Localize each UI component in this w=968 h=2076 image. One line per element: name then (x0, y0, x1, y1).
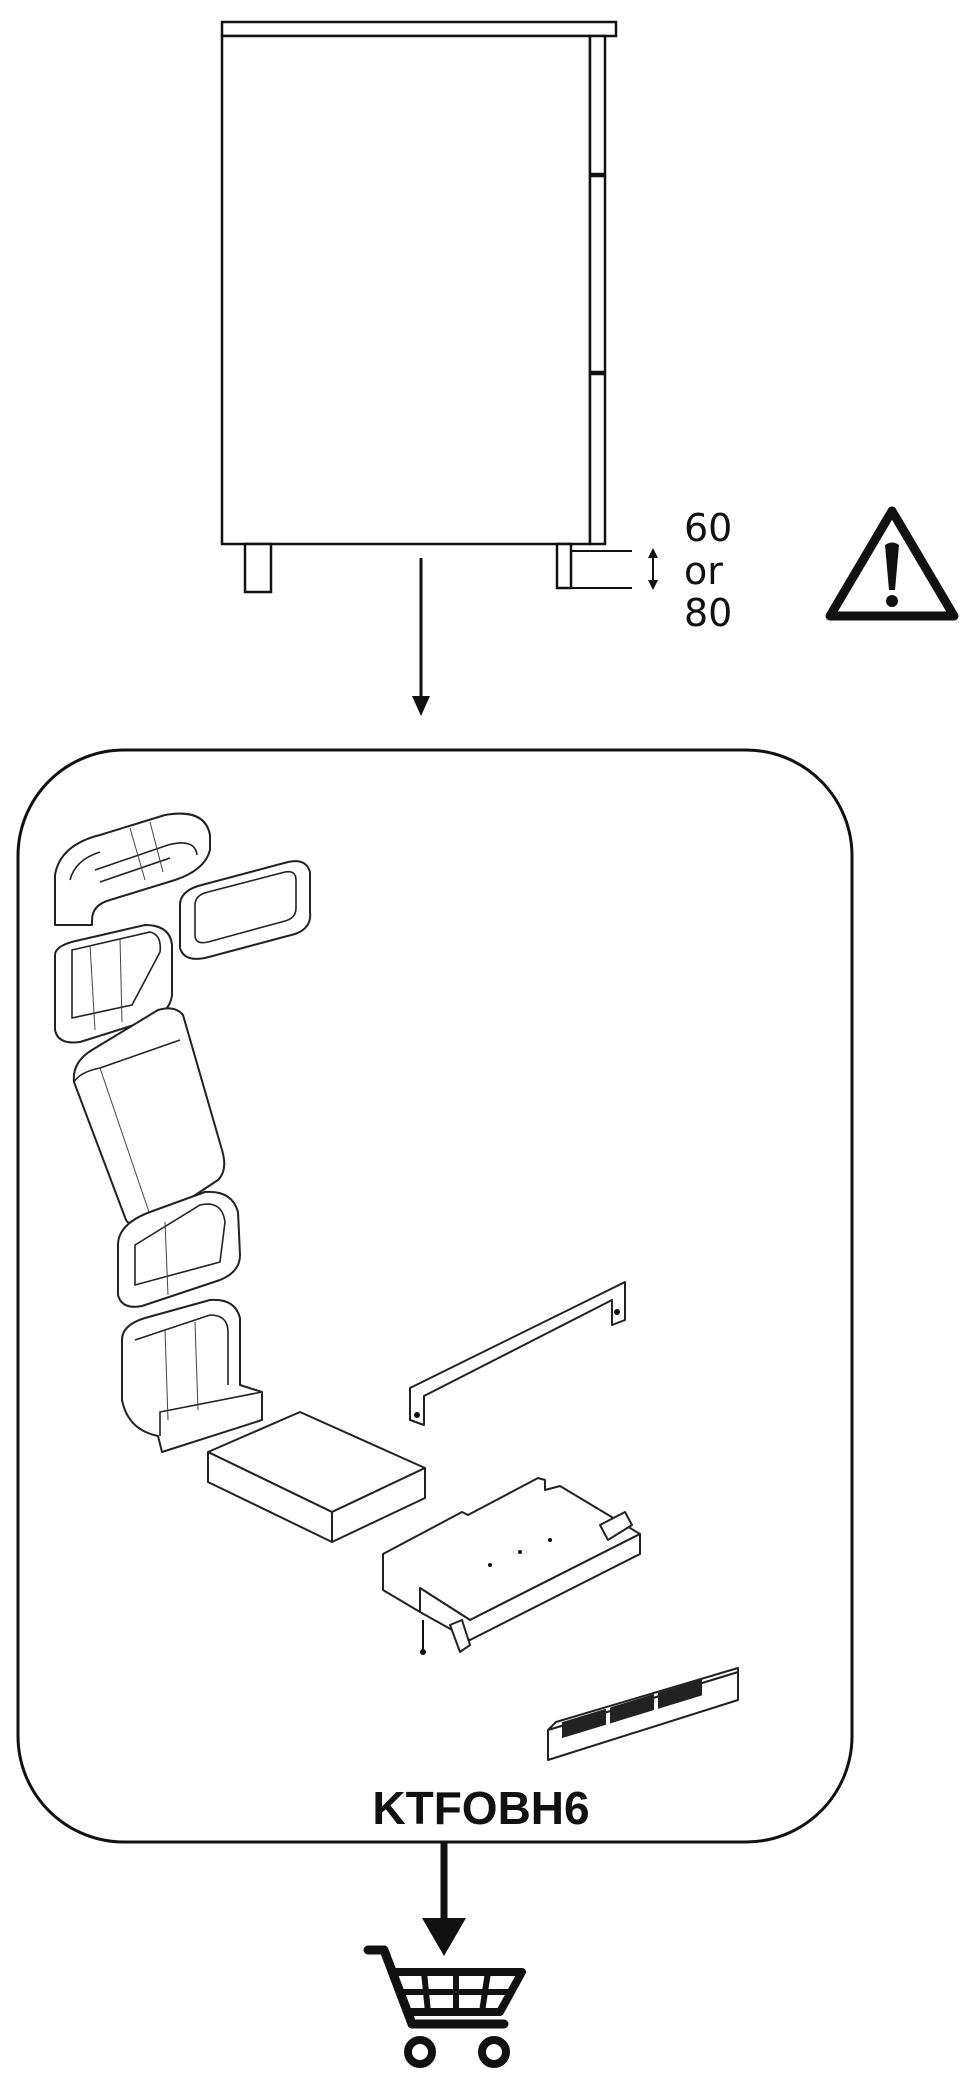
shopping-cart-icon (363, 1945, 526, 2068)
duct-straight-short (179, 860, 312, 960)
dimension-separator: or (684, 549, 723, 593)
worktop (220, 20, 618, 38)
base-cabinet (220, 20, 658, 594)
mounting-bracket (409, 1281, 626, 1426)
cabinet-body (220, 34, 592, 546)
grille-slots (562, 1679, 702, 1739)
dimension-value-b: 80 (684, 591, 732, 635)
fan-unit-plate (382, 1477, 641, 1655)
kit-container (16, 748, 854, 1844)
kit-code: KTFOBH6 (372, 1782, 589, 1834)
dimension-value-a: 60 (684, 506, 732, 550)
duct-elbow (54, 812, 211, 926)
arrow-down-to-kit (412, 558, 430, 716)
drawer-front-top (588, 34, 607, 176)
flat-duct-box (207, 1411, 426, 1543)
cabinet-leg-left (243, 542, 273, 594)
duct-elbow-lower (121, 1298, 263, 1453)
plinth-grille (547, 1667, 739, 1761)
cabinet-leg-right (555, 542, 573, 590)
drawer-front-middle (588, 174, 607, 374)
warning-triangle-icon (825, 506, 959, 621)
dimension-arrow-down (648, 580, 658, 590)
dimension-arrow-up (648, 548, 658, 558)
arrow-down-to-cart (422, 1842, 466, 1956)
duct-reducer-upper (54, 924, 173, 1044)
drawer-front-bottom (588, 372, 607, 546)
duct-reducer-lower (117, 1190, 241, 1308)
